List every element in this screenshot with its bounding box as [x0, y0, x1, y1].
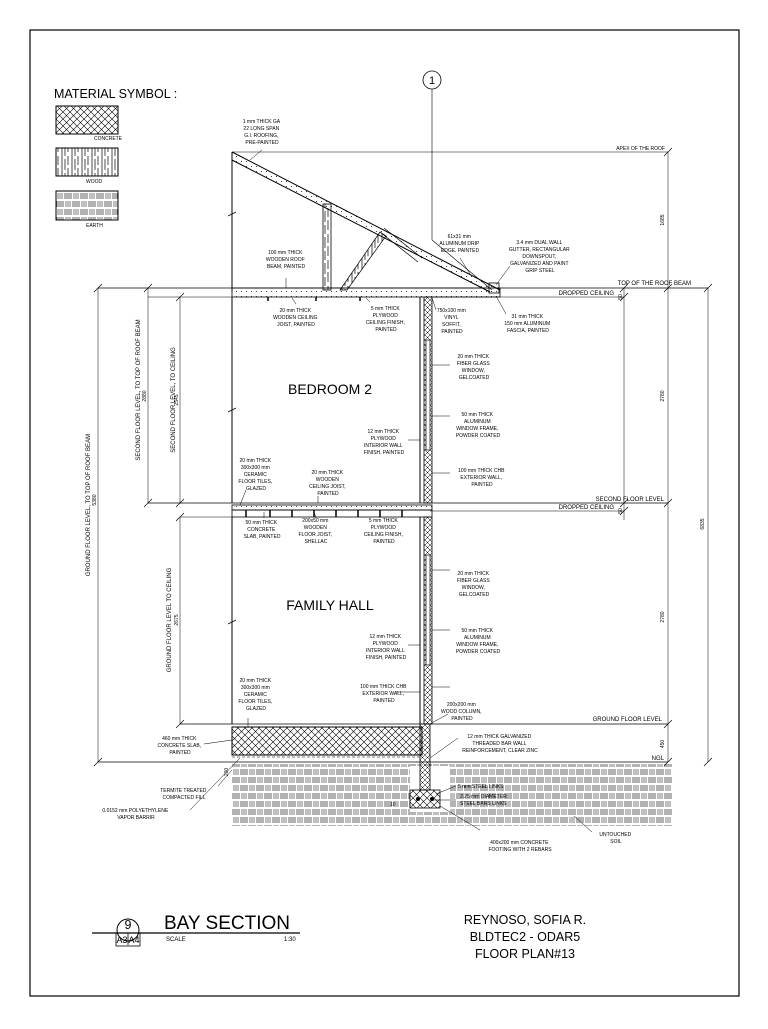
upper-ceiling-assembly	[231, 287, 501, 301]
dim-2780-upper: 2780	[660, 390, 666, 401]
section-marker-number: 1	[429, 75, 435, 87]
dim-450: 450	[660, 740, 666, 749]
dim-2545: 2545	[174, 394, 180, 405]
note-plywood-wall-lower: 12 mm THICK PLYWOOD INTERIOR WALL FINISH…	[366, 634, 407, 661]
legend-swatch-concrete	[55, 105, 119, 135]
bedroom-window	[425, 339, 431, 451]
legend-swatch-wood	[55, 147, 119, 177]
note-window-lower: 20 mm THICK FIBER GLASS WINDOW, GELCOATE…	[457, 571, 491, 598]
note-plywood-ceiling-upper: 5 mm THICK PLYWOOD CEILING FINISH, PAINT…	[366, 306, 407, 333]
student-block: REYNOSO, SOFIA R. BLDTEC2 - ODAR5 FLOOR …	[464, 913, 586, 961]
dim-50-lower: 50	[618, 508, 624, 514]
label-second-to-ceiling: SECOND FLOOR LEVEL, TO CEILING	[171, 347, 177, 453]
material-legend: MATERIAL SYMBOL : CONCRETE WOOD EARTH	[54, 87, 177, 229]
legend-label-concrete: CONCRETE	[94, 136, 123, 142]
note-chb-upper: 100 mm THICK CHB EXTERIOR WALL, PAINTED	[458, 468, 506, 488]
note-roof-beam: 100 mm THICK WOODEN ROOF BEAM, PAINTED	[266, 250, 306, 270]
second-floor-level-label: SECOND FLOOR LEVEL	[596, 497, 665, 503]
note-floor-joist: 200x50 mm WOODEN FLOOR JOIST, SHELLAC	[298, 518, 333, 545]
title-text: BAY SECTION	[164, 913, 290, 934]
sheet-border	[29, 29, 740, 997]
note-plywood-wall-upper: 12 mm THICK PLYWOOD INTERIOR WALL FINISH…	[364, 429, 405, 456]
note-steel-links: 5 mm STEEL LINKS	[458, 784, 504, 790]
label-ground-to-ceiling: GROUND FLOOR LEVEL TO CEILING	[167, 567, 173, 672]
plate-number: FLOOR PLAN#13	[475, 947, 575, 961]
room-label-bedroom: BEDROOM 2	[288, 381, 372, 397]
note-bar-wall: 12 mm THICK GALVANIZED THREADED BAR WALL…	[462, 734, 538, 754]
note-frame-upper: 50 mm THICK ALUMINUM WINDOW FRAME, POWDE…	[456, 412, 501, 439]
note-roofing: 1 mm THICK GA 22 LONG SPAN G.I. ROOFING,…	[243, 119, 282, 146]
dim-2880: 2880	[142, 390, 148, 401]
dim-1685: 1685	[660, 214, 666, 225]
apex-label: APEX OF THE ROOF	[616, 146, 665, 152]
note-termite: TERMITE TREATED COMPACTED FILL	[160, 788, 208, 801]
note-footing: 400x200 mm CONCRETE FOOTING WITH 2 REBAR…	[488, 840, 552, 853]
note-untouched-soil: UNTOUCHED SOIL	[599, 832, 632, 845]
title-sheet-right: A4	[128, 935, 139, 945]
note-frame-lower: 50 mm THICK ALUMINUM WINDOW FRAME, POWDE…	[456, 628, 501, 655]
mid-floor-assembly	[231, 504, 433, 518]
label-ground-to-roof-beam: GROUND FLOOR LEVEL, TO TOP OF ROOF BEAM	[86, 434, 92, 576]
title-sheet-left: A3	[116, 935, 127, 945]
legend-label-earth: EARTH	[86, 223, 103, 229]
room-label-family-hall: FAMILY HALL	[286, 597, 374, 613]
ground-slab	[231, 726, 423, 756]
legend-title: MATERIAL SYMBOL :	[54, 87, 177, 101]
note-gutter: 3.4 mm DUAL WALL GUTTER, RECTANGULAR DOW…	[509, 240, 571, 274]
roof-structure	[227, 151, 501, 294]
left-dimensions	[93, 283, 232, 767]
note-ceiling-joist-mid: 20 mm THICK WOODEN CEILING JOIST, PAINTE…	[309, 470, 347, 497]
dim-5380: 5380	[92, 494, 98, 505]
student-name: REYNOSO, SOFIA R.	[464, 913, 586, 927]
top-roof-beam-label: TOP OF THE ROOF BEAM	[618, 281, 691, 287]
note-vapor: 0.0152 mm POLYETHYLENE VAPOR BARRIR	[102, 808, 169, 821]
dropped-ceiling-label-upper: DROPPED CEILING	[559, 291, 615, 297]
hall-window	[425, 554, 431, 666]
note-soffit: 750x100 mm VINYL SOFFIT, PAINTED	[437, 308, 467, 335]
note-tiles-upper: 20 mm THICK 300x300 mm CERAMIC FLOOR TIL…	[238, 458, 273, 492]
dim-200: 200	[224, 768, 230, 777]
label-second-to-roof-beam: SECOND FLOOR LEVEL, TO TOP OF ROOF BEAM	[136, 319, 142, 460]
notes-group: 1 mm THICK GA 22 LONG SPAN G.I. ROOFING,…	[102, 119, 632, 853]
note-plywood-ceiling-mid: 5 mm THICK PLYWOOD CEILING FINISH, PAINT…	[364, 518, 405, 545]
legend-swatch-earth	[55, 190, 119, 221]
ngl-label: NGL	[652, 756, 665, 762]
dim-2780-lower: 2780	[660, 611, 666, 622]
note-tiles-lower: 20 mm THICK 300x300 mm CERAMIC FLOOR TIL…	[238, 678, 273, 712]
note-drip-edge: 61x31 mm ALUMINUM DRIP EDGE, PAINTED	[439, 234, 480, 254]
dropped-ceiling-label-lower: DROPPED CEILING	[559, 505, 615, 511]
footing	[409, 723, 441, 809]
scale-value: 1:30	[284, 937, 296, 943]
scale-label: SCALE	[166, 937, 186, 943]
legend-label-wood: WOOD	[86, 179, 102, 185]
dim-10: 10	[390, 802, 396, 808]
dim-2675: 2675	[174, 614, 180, 625]
note-steel-bars: 2.25 mm DIAMETER STEEL BARS LINKS	[460, 794, 508, 807]
note-wood-column: 200x200 mm WOOD COLUMN, PAINTED	[441, 702, 483, 722]
right-dimensions	[619, 147, 713, 767]
soil-fill	[232, 764, 672, 826]
note-slab-mid: 50 mm THICK CONCRETE SLAB, PAINTED	[244, 520, 281, 540]
student-section: BLDTEC2 - ODAR5	[470, 930, 580, 944]
note-leaders	[189, 149, 593, 833]
note-fascia: 31 mm THICK 150 mm ALUMINUM FASCIA, PAIN…	[504, 314, 551, 334]
note-ground-slab: 460 mm THICK CONCRETE SLAB, PAINTED	[157, 736, 202, 756]
note-ceiling-joist-upper: 20 mm THICK WOODEN CEILING JOIST, PAINTE…	[273, 308, 319, 328]
dim-50-upper: 50	[618, 294, 624, 300]
ground-floor-level-label: GROUND FLOOR LEVEL	[593, 717, 663, 723]
dim-6835: 6835	[700, 518, 706, 529]
title-number: 9	[125, 918, 132, 932]
title-block: 9 A3 A4 BAY SECTION SCALE 1:30	[92, 913, 300, 947]
note-chb-lower: 100 mm THICK CHB EXTERIOR WALL, PAINTED	[360, 684, 408, 704]
note-window-upper: 20 mm THICK FIBER GLASS WINDOW, GELCOATE…	[457, 354, 491, 381]
